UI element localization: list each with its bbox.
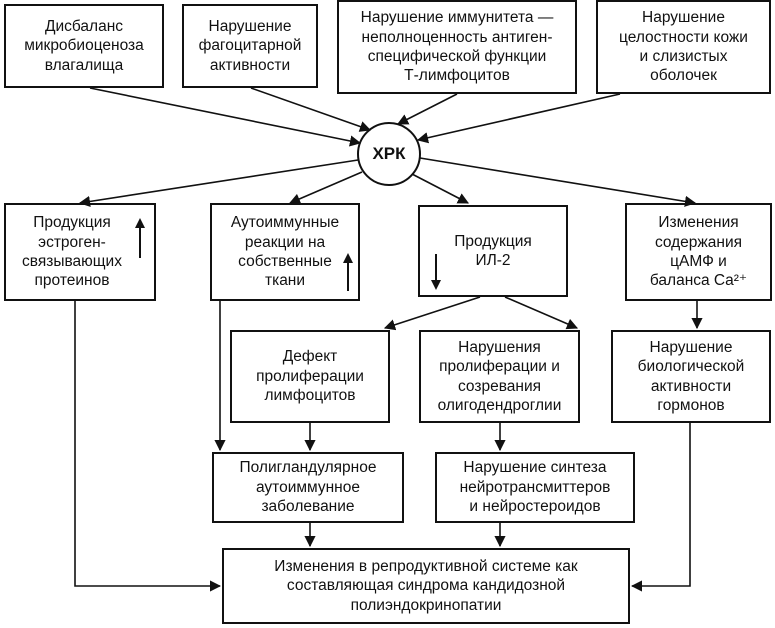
- effect-box-estrogen-binding: Продукция эстроген- связывающих протеино…: [4, 203, 156, 301]
- second-level-label: Нарушение биологической активности гормо…: [637, 338, 745, 414]
- second-level-label: Нарушения пролиферации и созревания олиг…: [437, 338, 562, 414]
- cause-label: Нарушение иммунитета — неполноценность а…: [360, 9, 554, 85]
- cause-label: Дисбаланс микробиоценоза влагалища: [24, 17, 144, 74]
- center-label: ХРК: [372, 144, 406, 163]
- bottom-label: Изменения в репродуктивной системе как с…: [274, 557, 578, 614]
- effect-label: Аутоиммунные реакции на собственные ткан…: [230, 214, 340, 290]
- polyglandular-box: Полигландулярное аутоиммунное заболевани…: [212, 452, 404, 523]
- neurotransmitter-box: Нарушение синтеза нейротрансмиттеров и н…: [435, 452, 635, 523]
- cause-label: Нарушение фагоцитарной активности: [198, 17, 302, 74]
- up-arrow-icon: [135, 218, 145, 258]
- cause-box-microbiocenosis: Дисбаланс микробиоценоза влагалища: [4, 4, 164, 88]
- effect-label: Продукция эстроген- связывающих протеино…: [22, 214, 122, 290]
- up-arrow-icon: [343, 253, 353, 291]
- cause-box-immunity: Нарушение иммунитета — неполноценность а…: [337, 0, 577, 94]
- effect-label: Продукция ИЛ-2: [454, 232, 532, 269]
- third-level-label: Нарушение синтеза нейротрансмиттеров и н…: [459, 459, 611, 516]
- cause-box-skin-integrity: Нарушение целостности кожи и слизистых о…: [596, 0, 771, 94]
- third-level-label: Полигландулярное аутоиммунное заболевани…: [239, 459, 377, 516]
- defect-lymphocyte-box: Дефект пролиферации лимфоцитов: [230, 330, 390, 423]
- reproductive-system-box: Изменения в репродуктивной системе как с…: [222, 548, 630, 624]
- second-level-label: Дефект пролиферации лимфоцитов: [256, 348, 364, 405]
- effect-label: Изменения содержания цАМФ и баланса Ca²⁺: [649, 214, 748, 290]
- effect-box-autoimmune: Аутоиммунные реакции на собственные ткан…: [210, 203, 360, 301]
- effect-box-il2: Продукция ИЛ-2: [418, 205, 568, 297]
- effect-box-camp-calcium: Изменения содержания цАМФ и баланса Ca²⁺: [625, 203, 772, 301]
- hormone-activity-box: Нарушение биологической активности гормо…: [611, 330, 771, 423]
- cause-box-phagocytic: Нарушение фагоцитарной активности: [182, 4, 318, 88]
- down-arrow-icon: [431, 254, 441, 290]
- oligodendroglia-box: Нарушения пролиферации и созревания олиг…: [419, 330, 580, 423]
- cause-label: Нарушение целостности кожи и слизистых о…: [619, 9, 748, 85]
- center-node: ХРК: [357, 122, 421, 186]
